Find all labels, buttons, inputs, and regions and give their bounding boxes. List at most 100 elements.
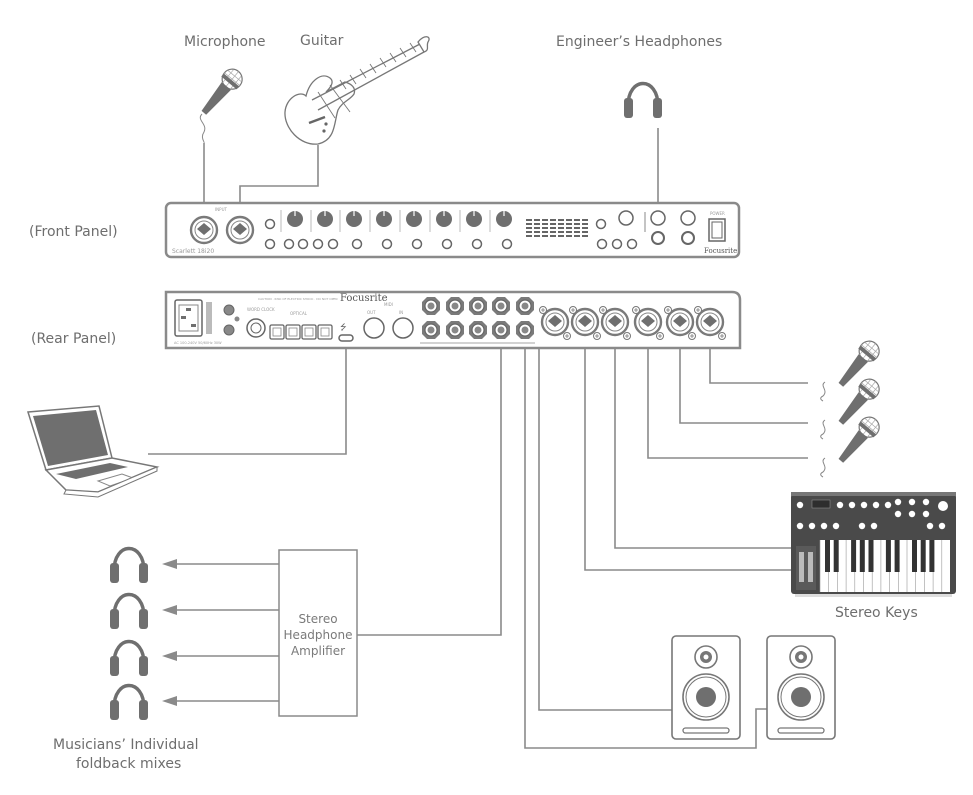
line-output-9[interactable] — [491, 320, 511, 340]
rear-combo-input-1[interactable] — [540, 307, 570, 337]
cable-keys-right — [614, 340, 793, 549]
midi-out[interactable] — [363, 317, 385, 339]
line-output-6[interactable] — [421, 320, 441, 340]
headphones-icon-musician-2 — [108, 592, 150, 631]
headphones-icon-musician-1 — [108, 546, 150, 585]
dim-button[interactable] — [611, 238, 623, 250]
gain-knob-6[interactable] — [435, 210, 453, 228]
gain-knob-8[interactable] — [495, 210, 513, 228]
rear-panel-label: (Rear Panel) — [31, 331, 116, 347]
line-output-8[interactable] — [468, 320, 488, 340]
headphone-2-knob[interactable] — [680, 210, 696, 226]
screw — [599, 306, 607, 314]
rear-combo-input-5[interactable] — [665, 307, 695, 337]
gain-knob-5[interactable] — [405, 210, 423, 228]
channel-button-4[interactable] — [312, 238, 324, 250]
microphone-label: Microphone — [184, 34, 266, 50]
screw — [718, 332, 726, 340]
channel-button-5[interactable] — [327, 238, 339, 250]
mute-button[interactable] — [626, 238, 638, 250]
screw — [688, 332, 696, 340]
channel-button-11[interactable] — [501, 238, 513, 250]
cable-amplifier — [357, 340, 502, 636]
svg-text:WORD CLOCK: WORD CLOCK — [247, 307, 275, 312]
gain-knob-3[interactable] — [345, 210, 363, 228]
front-brand-label: Focusrite — [704, 247, 737, 255]
line-output-3[interactable] — [468, 296, 488, 316]
screw — [623, 332, 631, 340]
line-output-2[interactable] — [445, 296, 465, 316]
gain-knob-2[interactable] — [316, 210, 334, 228]
screw — [569, 306, 577, 314]
headphones-icon-musician-4 — [108, 683, 150, 722]
svg-text:OPTICAL: OPTICAL — [290, 311, 308, 316]
microphone-icon — [195, 64, 247, 144]
screw — [694, 306, 702, 314]
screw — [563, 332, 571, 340]
channel-button-9[interactable] — [441, 238, 453, 250]
channel-button-3[interactable] — [297, 238, 309, 250]
front-input-2[interactable] — [225, 215, 255, 245]
channel-button-1[interactable] — [264, 238, 276, 250]
front-input-1[interactable] — [189, 215, 219, 245]
input-meters — [526, 219, 588, 237]
front-panel: INPUT Scarlett 18i20 POWER Focusrite — [164, 201, 741, 259]
rear-combo-input-3[interactable] — [600, 307, 630, 337]
front-model-label: Scarlett 18i20 — [172, 248, 214, 255]
cable-guitar — [239, 145, 319, 203]
rear-combo-input-2[interactable] — [570, 307, 600, 337]
guitar-label: Guitar — [300, 33, 344, 49]
line-output-4[interactable] — [491, 296, 511, 316]
channel-button-7[interactable] — [381, 238, 393, 250]
gain-knob-7[interactable] — [465, 210, 483, 228]
cable-usb-laptop — [148, 346, 347, 455]
gain-knob-1[interactable] — [286, 210, 304, 228]
microphone-icon-input-2 — [820, 374, 884, 440]
channel-button-8[interactable] — [411, 238, 423, 250]
headphone-out-1[interactable] — [651, 231, 665, 245]
usb-port[interactable] — [338, 334, 354, 342]
svg-text:POWER: POWER — [710, 211, 725, 216]
channel-button-10[interactable] — [471, 238, 483, 250]
stereo-keys-label: Stereo Keys — [835, 605, 918, 621]
musicians-label-line2: foldback mixes — [76, 756, 181, 772]
channel-button-6[interactable] — [351, 238, 363, 250]
cables — [148, 128, 808, 749]
line-output-7[interactable] — [445, 320, 465, 340]
line-output-10[interactable] — [515, 320, 535, 340]
cable-keys-left — [584, 340, 793, 571]
screw — [664, 306, 672, 314]
headphone-1-knob[interactable] — [650, 210, 666, 226]
rear-combo-input-6[interactable] — [695, 307, 725, 337]
line-output-1[interactable] — [421, 296, 441, 316]
line-output-5[interactable] — [515, 296, 535, 316]
screw — [593, 332, 601, 340]
svg-text:CAUTION · RISK OF ELECTRIC SHO: CAUTION · RISK OF ELECTRIC SHOCK · DO NO… — [258, 297, 338, 301]
foldback-arrows — [162, 559, 279, 706]
inst-button[interactable] — [264, 218, 276, 230]
rear-panel: AC 100-240V 50/60Hz 30W WORD CLOCK OPTIC… — [164, 290, 742, 350]
gain-knob-4[interactable] — [375, 210, 393, 228]
midi-in[interactable] — [392, 317, 414, 339]
svg-text:AC 100-240V 50/60Hz 30W: AC 100-240V 50/60Hz 30W — [174, 341, 222, 345]
studio-monitor-icon-right — [766, 635, 836, 740]
svg-text:INPUT: INPUT — [215, 207, 228, 212]
usb-icon: ⭍ — [340, 323, 347, 332]
stereo-headphone-amplifier: Stereo Headphone Amplifier — [278, 549, 358, 717]
screw — [632, 306, 640, 314]
microphone-icon-input-1 — [820, 336, 884, 402]
monitor-knob[interactable] — [618, 210, 634, 226]
alt-button[interactable] — [596, 238, 608, 250]
rear-combo-input-4[interactable] — [633, 307, 663, 337]
svg-text:OUT: OUT — [367, 310, 376, 315]
cable-monitor-left — [538, 310, 672, 711]
screw — [656, 332, 664, 340]
channel-button-2[interactable] — [283, 238, 295, 250]
engineer-headphones-icon — [622, 81, 664, 120]
microphone-icon-input-3 — [820, 412, 884, 478]
svg-text:MIDI: MIDI — [384, 302, 393, 307]
headphone-out-2[interactable] — [681, 231, 695, 245]
talkback-button[interactable] — [595, 218, 607, 230]
musicians-label-line1: Musicians’ Individual — [53, 737, 199, 753]
